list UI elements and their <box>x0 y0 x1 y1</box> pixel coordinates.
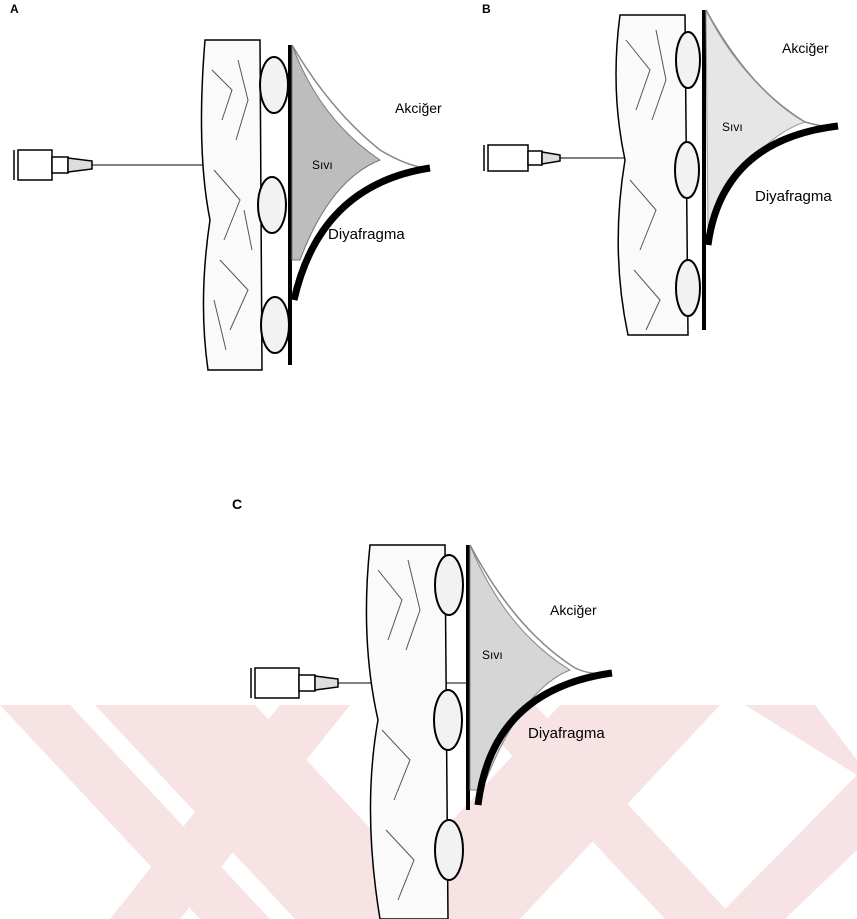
lung-label: Akciğer <box>395 100 442 116</box>
diaphragm-label: Diyafragma <box>755 188 832 205</box>
panel-c-illustration <box>220 490 640 919</box>
diaphragm-label: Diyafragma <box>328 226 405 243</box>
syringe-icon <box>14 150 210 180</box>
panel-c: C Akciğer Sıvı Diyafragma <box>220 490 640 919</box>
panel-a-illustration <box>0 0 460 380</box>
lung-label: Akciğer <box>782 40 829 56</box>
fluid-label: Sıvı <box>722 120 743 134</box>
fluid-region <box>470 545 570 790</box>
lung-label: Akciğer <box>550 602 597 618</box>
panel-a: A Akciğer Sıvı Diyafragma <box>0 0 460 380</box>
panel-letter: C <box>232 496 242 512</box>
diaphragm-label: Diyafragma <box>528 725 605 742</box>
fluid-label: Sıvı <box>482 648 503 662</box>
panel-letter: B <box>482 2 491 16</box>
panel-letter: A <box>10 2 19 16</box>
panel-b: B Akciğer Sıvı Diyafragma <box>460 0 857 345</box>
fluid-label: Sıvı <box>312 158 333 172</box>
